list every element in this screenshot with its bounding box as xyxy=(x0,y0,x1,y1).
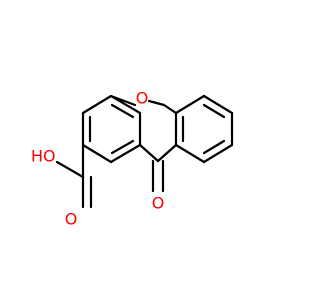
ketone-group: O xyxy=(152,159,165,213)
carboxylic-acid-group: HO O xyxy=(31,143,93,229)
left-benzene-ring xyxy=(81,94,142,164)
aromatic-inner-bond xyxy=(110,139,135,155)
carbonyl-oxygen-label: O xyxy=(65,210,78,229)
bond-to-oxygen xyxy=(109,94,137,107)
diagram-canvas: O O HO O xyxy=(31,88,234,229)
bond xyxy=(174,143,206,164)
bond-from-oxygen xyxy=(147,99,166,107)
bond-to-carbonyl xyxy=(138,143,160,163)
ketone-oxygen-label: O xyxy=(152,194,165,213)
ring-oxygen-group: O xyxy=(136,89,149,108)
aromatic-inner-bond xyxy=(110,103,135,119)
bond xyxy=(81,94,113,115)
right-benzene-ring xyxy=(174,94,234,164)
bond xyxy=(109,143,142,164)
bond xyxy=(81,143,113,164)
bond xyxy=(202,143,234,164)
aromatic-inner-bond xyxy=(202,103,226,119)
acid-oh-bond xyxy=(55,160,85,179)
bond xyxy=(202,94,234,115)
bond xyxy=(174,94,206,115)
central-ring xyxy=(109,94,178,163)
chemical-structure: O O HO O xyxy=(31,89,234,229)
aromatic-inner-bond xyxy=(202,139,226,155)
hydroxyl-label: HO xyxy=(31,147,56,166)
ring-oxygen-label: O xyxy=(136,89,149,108)
bond-from-ch2 xyxy=(162,103,178,115)
bond-to-right-ring xyxy=(156,143,178,163)
